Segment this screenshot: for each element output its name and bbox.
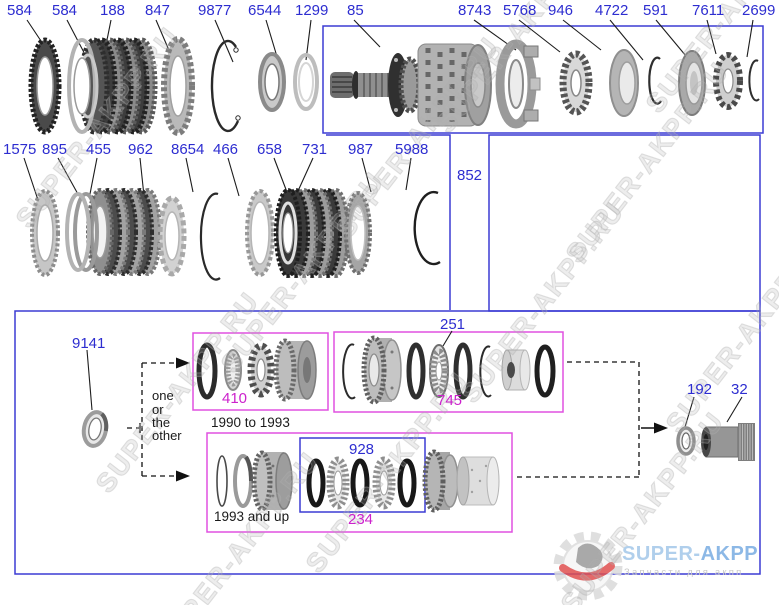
logo-red-swoosh — [559, 562, 615, 581]
parts-234-group — [216, 449, 500, 513]
site-logo-title: SUPER-AKPP — [622, 543, 758, 566]
part-847-pressure-plate — [161, 36, 195, 136]
part-8743-clutch-support — [495, 39, 541, 129]
logo-brand-prefix: SUPER- — [622, 543, 701, 565]
part-9141-seal-ring — [81, 410, 109, 448]
part-black-ring — [534, 344, 556, 398]
part-toothed-drum — [273, 338, 317, 402]
site-logo-tagline: Запчасти для акпп — [624, 567, 744, 578]
part-5768-sprag-clutch — [559, 50, 593, 116]
row1-parts — [28, 36, 760, 136]
part-5988-snap-ring — [413, 190, 441, 266]
parts-928-bearing-kit — [306, 456, 417, 510]
box-745 — [333, 331, 564, 413]
part-1299-thrust-washer — [293, 53, 319, 111]
part-snap-ring — [342, 343, 356, 400]
part-2699-snap-ring — [748, 59, 760, 102]
part-seal-ring — [196, 342, 218, 400]
part-466-toothed-ring — [245, 189, 275, 277]
part-sleeve-cylinder — [456, 456, 500, 506]
part-flanged-ring — [233, 454, 254, 508]
group-boxes — [14, 25, 764, 575]
bottom-parts — [81, 335, 755, 513]
part-192-ring — [676, 426, 696, 456]
part-962-wave-plate — [157, 195, 187, 277]
arrow-to-234 — [176, 470, 190, 482]
part-946-race — [609, 49, 639, 117]
part-toothed-drum-late — [251, 450, 293, 512]
part-584-second-disc — [67, 38, 99, 134]
arrow-to-410 — [176, 357, 190, 369]
part-1575-toothed-plate — [30, 189, 60, 277]
part-188-clutch-pack — [78, 37, 158, 135]
part-snap-ring-2 — [479, 345, 492, 398]
part-6544-bearing-ring — [258, 52, 286, 112]
part-thin-snap-ring — [216, 455, 228, 507]
row2-parts — [30, 188, 441, 281]
arrow-to-output — [654, 422, 668, 434]
connector-852-left — [326, 134, 451, 310]
part-roller-bearing — [224, 349, 242, 391]
box-bottom-section — [14, 310, 761, 575]
part-sun-gear-drum — [361, 335, 402, 405]
part-591-flanged-ring — [678, 50, 706, 116]
part-251-bearing — [429, 344, 449, 398]
part-race-ring — [406, 342, 426, 400]
part-9877-snap-ring — [210, 39, 241, 133]
group-option-connectors — [127, 357, 668, 482]
gear-logo-icon — [553, 531, 623, 601]
part-4722-snap-ring — [648, 56, 662, 105]
part-race-ring-2 — [453, 342, 473, 400]
parts-410-group — [196, 338, 317, 402]
box-85-assembly — [322, 25, 764, 134]
part-987-toothed-plate — [344, 191, 372, 275]
part-584-front-disc — [28, 37, 62, 135]
logo-brand-suffix: AKPP — [700, 543, 759, 565]
parts-745-group — [342, 335, 556, 405]
part-8654-snap-ring — [199, 192, 221, 281]
box-410 — [192, 332, 329, 411]
box-234 — [206, 432, 513, 533]
part-658-731-clutch-pack — [274, 188, 350, 278]
part-sprag-assembly — [247, 342, 275, 398]
part-piston — [501, 349, 531, 391]
part-32-output-shaft-sleeve — [701, 423, 755, 461]
part-85-input-shaft-drum — [330, 43, 492, 127]
box-852-bracket — [488, 134, 761, 312]
part-toothed-drum-rear — [422, 449, 459, 513]
part-895-rings — [65, 192, 99, 272]
part-7611-roller-bearing — [713, 52, 743, 110]
